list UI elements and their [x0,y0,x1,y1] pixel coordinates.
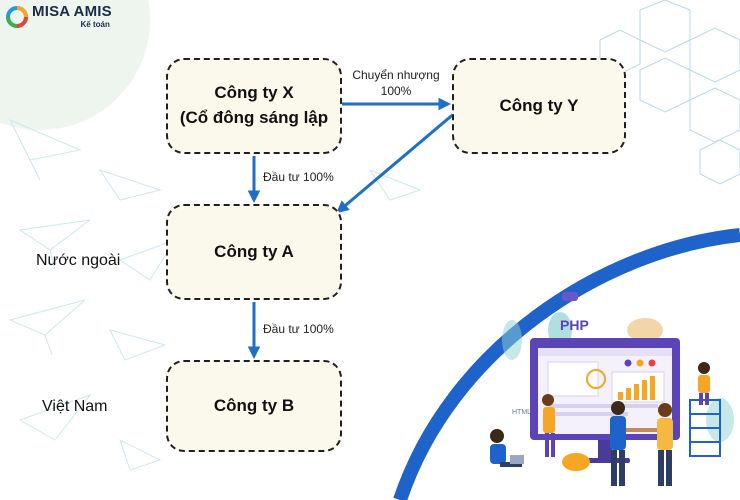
company-x-box: Công ty X (Cổ đông sáng lập [166,58,342,154]
decorative-arc [393,228,740,500]
screen-panel [547,361,599,397]
leaf-decoration [627,318,663,342]
company-a-name: Công ty A [214,241,294,261]
invest-x-a-label: Đầu tư 100% [263,170,334,184]
monitor-stand [598,440,612,460]
logo-brand: MISA AMIS [32,3,112,20]
company-y-box: Công ty Y [452,58,626,154]
region-foreign-label: Nước ngoài [36,252,121,269]
transfer-label: Chuyển nhượng 100% [352,68,440,98]
person-with-document [542,394,554,406]
misa-logo-icon [6,6,28,28]
person-on-ladder [698,362,710,374]
arrow-y-to-a [336,110,457,214]
misa-amis-logo: MISA AMIS Kế toán [6,4,112,34]
magnifier-icon [586,369,606,389]
person-handshake-left [611,401,625,415]
invest-a-b-label: Đầu tư 100% [263,322,334,336]
company-b-name: Công ty B [213,395,295,415]
company-x-name: Công ty X [214,83,294,103]
company-x-role: (Cổ đông sáng lập [179,108,329,127]
leaf-decoration-3 [502,320,522,360]
person-handshake-right [658,403,672,417]
speech-bubble-icon [562,292,578,301]
person-sitting [490,429,504,443]
company-b-box: Công ty B [166,360,342,452]
logo-product: Kế toán [80,20,110,29]
html-text: HTML [512,409,531,416]
region-vietnam-label: Việt Nam [42,398,108,415]
php-text: PHP [560,317,589,333]
company-y-name: Công ty Y [499,95,579,115]
paper-plane-pattern [8,119,422,471]
company-a-box: Công ty A [166,204,342,300]
logo-background-circle [0,0,150,130]
plant-decoration [562,453,590,471]
